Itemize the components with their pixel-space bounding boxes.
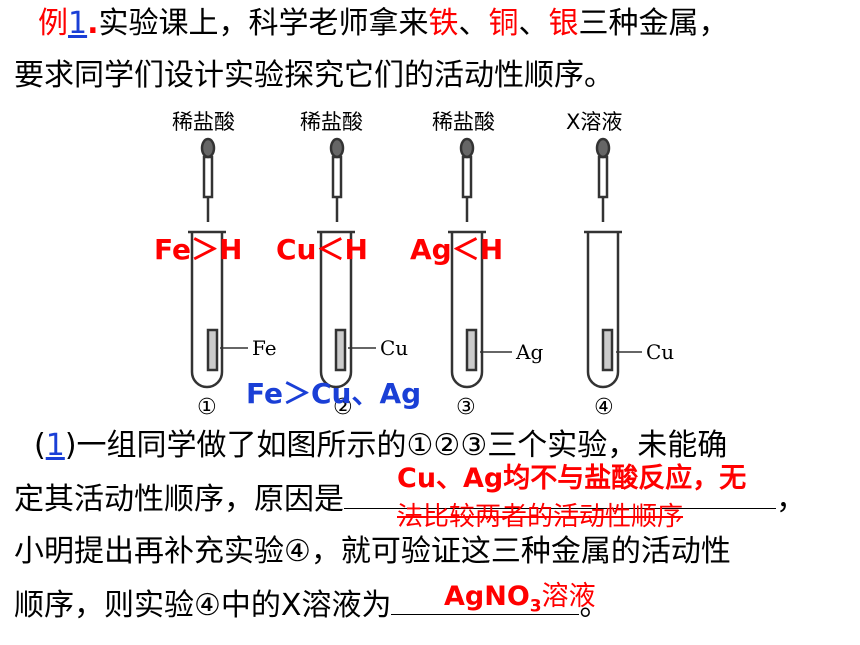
- example-number-link[interactable]: 1: [68, 6, 88, 41]
- question-number-link[interactable]: 1: [45, 428, 65, 463]
- metal-fe: 铁: [428, 6, 459, 41]
- separator-1: 、: [458, 6, 489, 41]
- answer-reason-line-2-text: 法比较两者的活动性顺序: [397, 502, 684, 532]
- metal-strip-3: [465, 328, 478, 372]
- metal-strip-2: [334, 328, 347, 372]
- metal-ag: 银: [548, 6, 579, 41]
- dropper-3: [459, 137, 475, 222]
- question-paren-open: (: [34, 428, 46, 463]
- reagent-label-3: 稀盐酸: [432, 110, 495, 134]
- metal-label-2: Cu: [380, 336, 409, 360]
- question-line-1-text: 一组同学做了如图所示的①②③三个实验，未能确: [76, 428, 728, 463]
- metal-strip-1: [206, 328, 219, 372]
- test-tube-1: [190, 232, 224, 389]
- metal-label-1: Fe: [252, 336, 277, 360]
- test-tube-4: [586, 232, 620, 389]
- reagent-label-4: X溶液: [566, 110, 623, 134]
- answer-x-subscript: 3: [529, 596, 542, 617]
- question-line-4: 顺序，则实验④中的X溶液为 。: [14, 586, 609, 626]
- question-paren-close: ): [64, 428, 77, 463]
- comparison-cu-h: Cu＜H: [276, 233, 368, 266]
- dropper-4: [595, 137, 611, 222]
- test-tube-3: [450, 232, 484, 389]
- metal-cu: 铜: [488, 6, 519, 41]
- dropper-2: [329, 137, 345, 222]
- question-line-1: (1)一组同学做了如图所示的①②③三个实验，未能确: [34, 426, 727, 466]
- problem-line-2: 要求同学们设计实验探究它们的活动性顺序。: [14, 58, 614, 93]
- tube-number-3: ③: [456, 395, 476, 420]
- answer-x-solution: AgNO3溶液: [444, 580, 596, 623]
- separator-2: 、: [518, 6, 549, 41]
- problem-line-1: 例1.实验课上，科学老师拿来铁、铜、银三种金属，: [38, 4, 729, 44]
- comparison-fe-h: Fe＞H: [154, 233, 243, 266]
- x-solution-blank[interactable]: [391, 586, 580, 615]
- question-line-4-end: 。: [579, 588, 610, 623]
- tube-number-1: ①: [197, 395, 217, 420]
- test-tube-apparatus: [188, 137, 642, 389]
- question-line-2-end: ，: [776, 482, 806, 517]
- test-tube-2: [319, 232, 353, 389]
- metal-strip-4: [601, 328, 614, 372]
- intro-after: 三种金属，: [578, 6, 729, 41]
- tube-number-2: ②: [333, 395, 353, 420]
- example-label: 例: [38, 6, 68, 41]
- question-line-3: 小明提出再补充实验④，就可验证这三种金属的活动性: [14, 534, 731, 569]
- comparison-ag-h: Ag＜H: [410, 233, 504, 266]
- tube-number-4: ④: [594, 395, 614, 420]
- intro-before: 实验课上，科学老师拿来: [98, 6, 429, 41]
- example-dot: .: [87, 6, 99, 41]
- dropper-1: [200, 137, 216, 222]
- answer-x-suffix: 溶液: [541, 581, 596, 612]
- comparison-summary: Fe＞Cu、Ag: [246, 377, 422, 410]
- metal-label-4: Cu: [646, 340, 675, 364]
- answer-reason-line-2: 法比较两者的活动性顺序: [397, 500, 683, 534]
- reagent-label-2: 稀盐酸: [300, 110, 363, 134]
- reason-blank[interactable]: [344, 480, 776, 509]
- question-line-4-text: 顺序，则实验④中的X溶液为: [14, 588, 392, 623]
- metal-label-3: Ag: [516, 340, 544, 364]
- answer-x-prefix: AgNO: [444, 581, 530, 612]
- question-line-2-text: 定其活动性顺序，原因是: [14, 482, 344, 517]
- reagent-label-1: 稀盐酸: [172, 110, 235, 134]
- question-line-2: 定其活动性顺序，原因是 ，: [14, 480, 806, 520]
- answer-reason-line-1: Cu、Ag均不与盐酸反应，无: [397, 463, 747, 494]
